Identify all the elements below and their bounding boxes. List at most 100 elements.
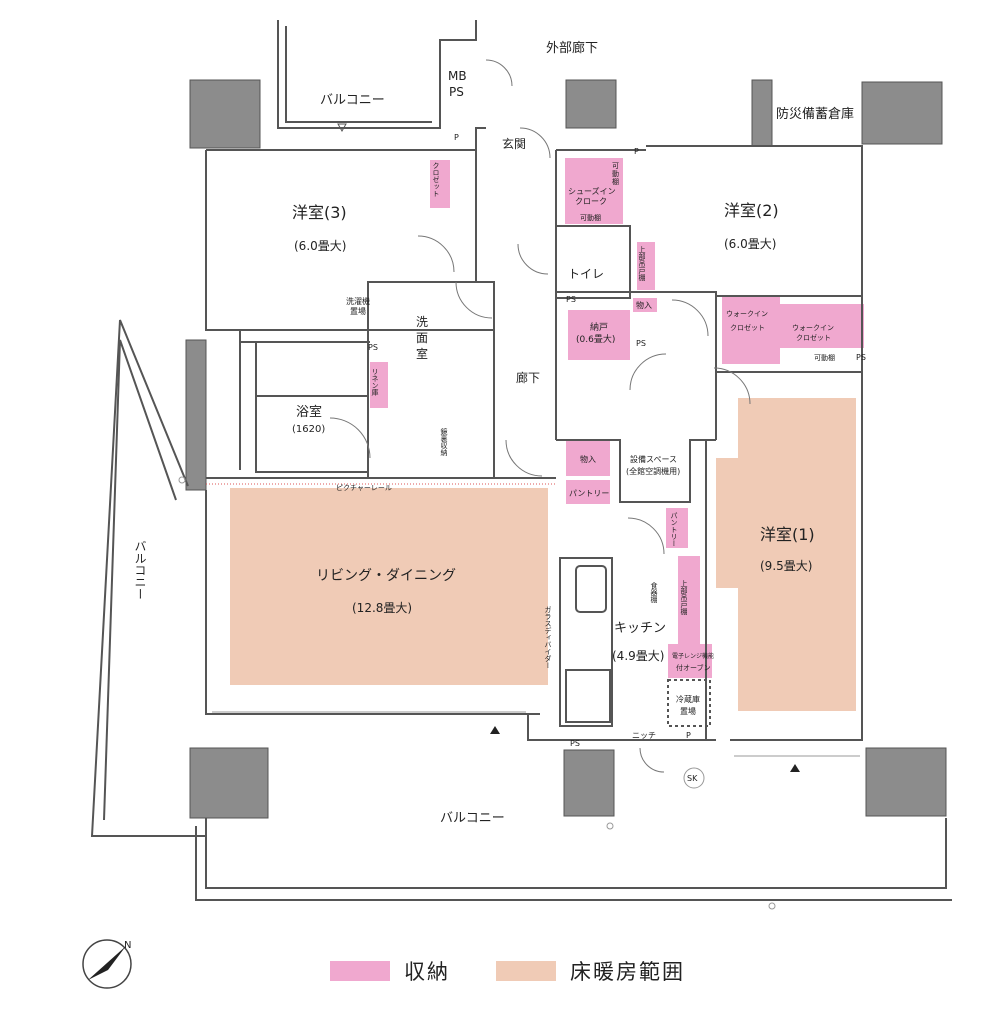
storage-oven (668, 644, 712, 678)
label-disaster-storage: 防災備蓄倉庫 (776, 106, 854, 122)
label-wash-3: 室 (416, 346, 428, 361)
compass-icon: N (82, 939, 132, 989)
label-oven-2: 付オーブン (676, 663, 711, 672)
label-movable-shelf-2: 可動棚 (814, 353, 835, 362)
storage-monoire-1 (633, 298, 657, 312)
label-washer-2: 置場 (350, 306, 366, 316)
label-room1-size: (9.5畳大) (760, 559, 812, 573)
label-monoire-2: 物入 (580, 454, 596, 464)
label-linen: リネン庫 (371, 368, 379, 397)
label-mirror-storage: 鏡裏収納 (440, 427, 448, 457)
label-balcony-top: バルコニー (320, 93, 385, 108)
label-movable-shelf: 可動棚 (580, 213, 601, 222)
column-bottom-right (865, 747, 947, 817)
floor-heating-room1 (738, 398, 856, 711)
legend: 収納 床暖房範囲 (330, 958, 717, 984)
label-p-3: P (686, 731, 691, 740)
label-entrance: 玄関 (502, 136, 526, 151)
label-fridge-1: 冷蔵庫 (676, 694, 700, 704)
triangle-mark-1 (337, 123, 347, 133)
label-fridge-2: 置場 (680, 706, 696, 716)
label-upper-cabinet-v: 上部吊戸棚 (680, 579, 688, 616)
column-left-wall (185, 339, 207, 491)
label-ps-4: PS (856, 353, 866, 362)
label-balcony-bottom: バルコニー (440, 811, 505, 826)
column-bottom-left (189, 747, 269, 819)
label-ps-2: PS (566, 295, 576, 304)
label-nando-size: (0.6畳大) (576, 333, 615, 345)
label-balcony-left: バルコニー (133, 540, 147, 600)
label-p-2: P (634, 147, 639, 156)
column-top-right-b (861, 81, 943, 145)
label-wash-1: 洗 (416, 315, 428, 329)
label-bathroom: 浴室 (296, 404, 322, 420)
label-dish-shelf: 食器棚 (650, 581, 658, 604)
label-room3-size: (6.0畳大) (294, 239, 346, 253)
label-movable-top-3: 棚 (612, 177, 619, 186)
label-room2-size: (6.0畳大) (724, 237, 776, 251)
storage-pantry-v (666, 508, 688, 548)
label-nando: 納戸 (590, 321, 608, 333)
label-ps-5: PS (570, 739, 580, 748)
label-toilet: トイレ (568, 267, 604, 281)
column-top-left (189, 79, 261, 149)
label-hallway: 廊下 (516, 370, 540, 385)
label-walkin-a-2: クロゼット (730, 323, 765, 332)
floor-heating-room1-ext (716, 458, 740, 588)
label-closet-room3: クロゼット (432, 162, 440, 197)
label-movable-top-1: 可 (612, 162, 619, 170)
label-ps-3: PS (636, 339, 646, 348)
legend-heating-label: 床暖房範囲 (570, 960, 685, 984)
label-exterior-corridor: 外部廊下 (546, 40, 598, 56)
legend-storage-swatch (330, 961, 390, 981)
label-pantry-v: パントリー (670, 512, 678, 547)
label-kitchen: キッチン (614, 621, 666, 636)
storage-shoes-cloak (565, 158, 623, 224)
label-glass-divider: ガラスディバイダー (544, 606, 552, 669)
triangle-mark-2 (490, 726, 500, 734)
storage-closet-room3 (430, 160, 450, 208)
storage-toilet-cabinet (637, 242, 655, 290)
label-shoes-2: クローク (575, 197, 607, 206)
label-equipment-1: 設備スペース (630, 454, 677, 464)
storage-upper-cabinet (678, 556, 700, 646)
column-bottom-mid (563, 749, 615, 817)
label-monoire-1: 物入 (636, 300, 652, 310)
label-walkin-a-1: ウォークイン (726, 310, 768, 318)
column-top-right-a (751, 79, 773, 147)
label-room2: 洋室(2) (724, 201, 779, 220)
label-living-size: (12.8畳大) (352, 601, 412, 615)
label-niche: ニッチ (632, 731, 656, 740)
label-room3: 洋室(3) (292, 203, 347, 222)
label-pantry: パントリー (569, 489, 609, 498)
label-ps-1: PS (368, 343, 378, 352)
label-bath-size: (1620) (292, 424, 325, 435)
legend-storage-label: 収納 (404, 960, 450, 984)
storage-monoire-2 (566, 440, 610, 476)
label-wash-2: 面 (416, 331, 428, 345)
storage-nando (568, 310, 630, 360)
label-room1: 洋室(1) (760, 525, 815, 544)
storage-linen (370, 362, 388, 408)
label-upper-cabinet: 上部吊戸棚 (638, 245, 646, 282)
label-shoes-1: シューズイン (568, 186, 616, 196)
label-sk: SK (687, 774, 698, 783)
label-movable-top-2: 動 (612, 169, 619, 178)
label-walkin-b-1: ウォークイン (792, 324, 834, 332)
label-picture-rail: ピクチャーレール (336, 484, 392, 492)
label-living: リビング・ダイニング (316, 568, 456, 584)
label-oven-1: 電子レンジ機能 (672, 652, 714, 660)
column-top-mid (565, 79, 617, 129)
label-washer-1: 洗濯機 (346, 296, 370, 306)
triangle-mark-3 (790, 764, 800, 772)
label-p-1: P (454, 133, 459, 142)
legend-heating-swatch (496, 961, 556, 981)
storage-pantry (566, 480, 610, 504)
storage-walkin-b (780, 304, 864, 348)
label-ps-mb: PS (449, 85, 464, 99)
floor-heating-living (230, 488, 548, 685)
label-mb: MB (448, 69, 467, 83)
compass-n: N (124, 940, 131, 951)
label-equipment-2: (全館空調機用) (626, 466, 680, 476)
